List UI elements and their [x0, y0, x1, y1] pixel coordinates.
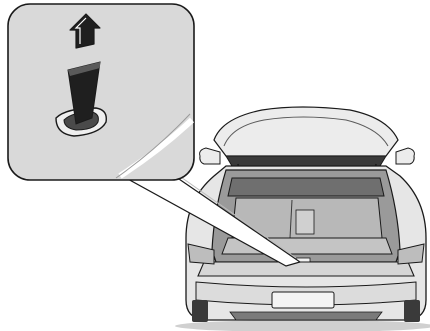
ground-shadow [175, 320, 430, 331]
open-tailgate [214, 107, 398, 156]
license-plate-area [272, 292, 334, 308]
left-mirror [200, 148, 220, 164]
right-mirror [396, 148, 414, 164]
detail-callout [8, 4, 194, 180]
detail-callout-frame [8, 4, 194, 180]
